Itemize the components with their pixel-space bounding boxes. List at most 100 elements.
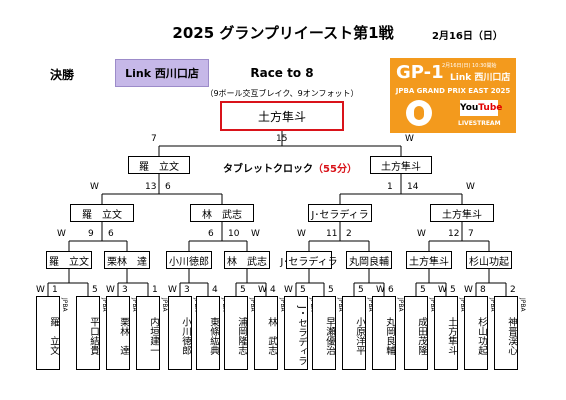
logo-gp1: GP-1 <box>396 62 444 83</box>
org-label: JPBA <box>61 298 68 312</box>
score-label: 4 <box>212 285 218 295</box>
page-title: 2025 グランプリイースト第1戦 <box>172 24 394 42</box>
score-label: 12 <box>448 229 460 239</box>
org-label: JPBA <box>131 298 138 312</box>
win-mark: W <box>168 285 177 295</box>
org-label: JPBA <box>489 298 496 312</box>
race-format: Race to 8 <box>250 66 314 80</box>
win-mark: W <box>90 182 99 192</box>
champion-box: 土方隼斗 <box>220 101 344 131</box>
score-label: 11 <box>326 229 338 239</box>
jpba-logo-icon <box>406 100 432 126</box>
win-mark: W <box>284 285 293 295</box>
win-mark: W <box>36 285 45 295</box>
qf-box: 林 武志 <box>190 204 254 222</box>
event-logo: GP-1 2月16日(日) 10:30開始 Link 西川口店 JPBA GRA… <box>390 58 516 133</box>
score-label: 10 <box>228 229 240 239</box>
score-label: 13 <box>145 182 157 192</box>
score-label: 14 <box>407 182 419 192</box>
win-mark: W <box>466 182 475 192</box>
score-label: 5 <box>300 285 306 295</box>
win-mark: W <box>376 285 385 295</box>
score-label: 5 <box>92 285 98 295</box>
org-label: JPBA <box>429 298 436 312</box>
org-label: JPBA <box>101 298 108 312</box>
timer-label: タブレットクロック <box>223 164 314 175</box>
player-card: 神晋渓心 <box>494 296 518 370</box>
score-label: 5 <box>328 285 334 295</box>
logo-livestream: LIVESTREAM <box>458 120 501 127</box>
score-label: 3 <box>184 285 190 295</box>
r16-box: 林 武志 <box>224 251 270 269</box>
r16-box: 土方隼斗 <box>406 251 452 269</box>
score-label: 5 <box>358 285 364 295</box>
win-mark: W <box>297 229 306 239</box>
score-label: 2 <box>510 285 516 295</box>
rule-note: （9ボール交互ブレイク、9オンフォット） <box>205 89 359 98</box>
sf-box: 羅 立文 <box>128 156 190 174</box>
win-mark: W <box>417 229 426 239</box>
player-card: 林 武志 <box>254 296 278 370</box>
score-label: 1 <box>152 285 158 295</box>
qf-box: J･セラディラ <box>308 204 372 222</box>
player-card: 土方隼斗 <box>434 296 458 370</box>
r16-box: 杉山功起 <box>466 251 512 269</box>
score-label: 6 <box>108 229 114 239</box>
shot-clock-note: タブレットクロック（55分） <box>200 160 380 175</box>
org-label: JPBA <box>459 298 466 312</box>
win-mark: W <box>258 285 267 295</box>
win-mark: W <box>405 134 414 144</box>
score-label: 1 <box>387 182 393 192</box>
r16-box: 丸岡良輔 <box>346 251 392 269</box>
org-label: JPBA <box>279 298 286 312</box>
player-card: 小川徳郎 <box>168 296 192 370</box>
score-label: 5 <box>450 285 456 295</box>
score-label: 1 <box>52 285 58 295</box>
org-label: JPBA <box>397 298 404 312</box>
logo-link: Link 西川口店 <box>450 73 511 83</box>
player-card: 栗林 達 <box>106 296 130 370</box>
win-mark: W <box>57 229 66 239</box>
qf-box: 土方隼斗 <box>430 204 494 222</box>
venue-badge: Link 西川口店 <box>115 59 209 87</box>
org-label: JPBA <box>367 298 374 312</box>
player-card: 内垣建一 <box>136 296 160 370</box>
score-label: 9 <box>88 229 94 239</box>
score-label: 8 <box>480 285 486 295</box>
youtube-b: Tube <box>478 103 503 113</box>
win-mark: W <box>106 285 115 295</box>
logo-small-text: 2月16日(日) 10:30開始 <box>442 63 497 69</box>
win-mark: W <box>464 285 473 295</box>
score-label: 5 <box>420 285 426 295</box>
player-card: 成田茂隆 <box>404 296 428 370</box>
r16-box: J･セラディラ <box>280 251 338 269</box>
score-label: 7 <box>468 229 474 239</box>
r16-box: 小川徳郎 <box>166 251 212 269</box>
event-date: 2月16日（日） <box>432 31 503 42</box>
youtube-icon: YouTube <box>460 100 502 116</box>
org-label: JPBA <box>337 298 344 312</box>
player-card: 東條紘典 <box>196 296 220 370</box>
stage-label: 決勝 <box>50 68 75 82</box>
logo-event: JPBA GRAND PRIX EAST 2025 <box>395 87 511 95</box>
win-mark: W <box>438 285 447 295</box>
sf-box: 土方隼斗 <box>370 156 432 174</box>
org-label: JPBA <box>249 298 256 312</box>
org-label: JPBA <box>519 298 526 312</box>
player-card: 羅 立文 <box>36 296 60 370</box>
score-label: 6 <box>208 229 214 239</box>
timer-value: （55分） <box>313 164 357 175</box>
r16-box: 羅 立文 <box>46 251 92 269</box>
win-mark: W <box>251 229 260 239</box>
r16-box: 栗林 達 <box>104 251 150 269</box>
score-label: 7 <box>151 134 157 144</box>
player-card: J・セラディラ <box>284 296 308 370</box>
player-card: 浦岡隆志 <box>224 296 248 370</box>
youtube-a: You <box>460 103 479 113</box>
score-label: 2 <box>346 229 352 239</box>
score-label: 6 <box>165 182 171 192</box>
player-card: 小原洋平 <box>342 296 366 370</box>
score-label: 5 <box>240 285 246 295</box>
score-label: 6 <box>388 285 394 295</box>
